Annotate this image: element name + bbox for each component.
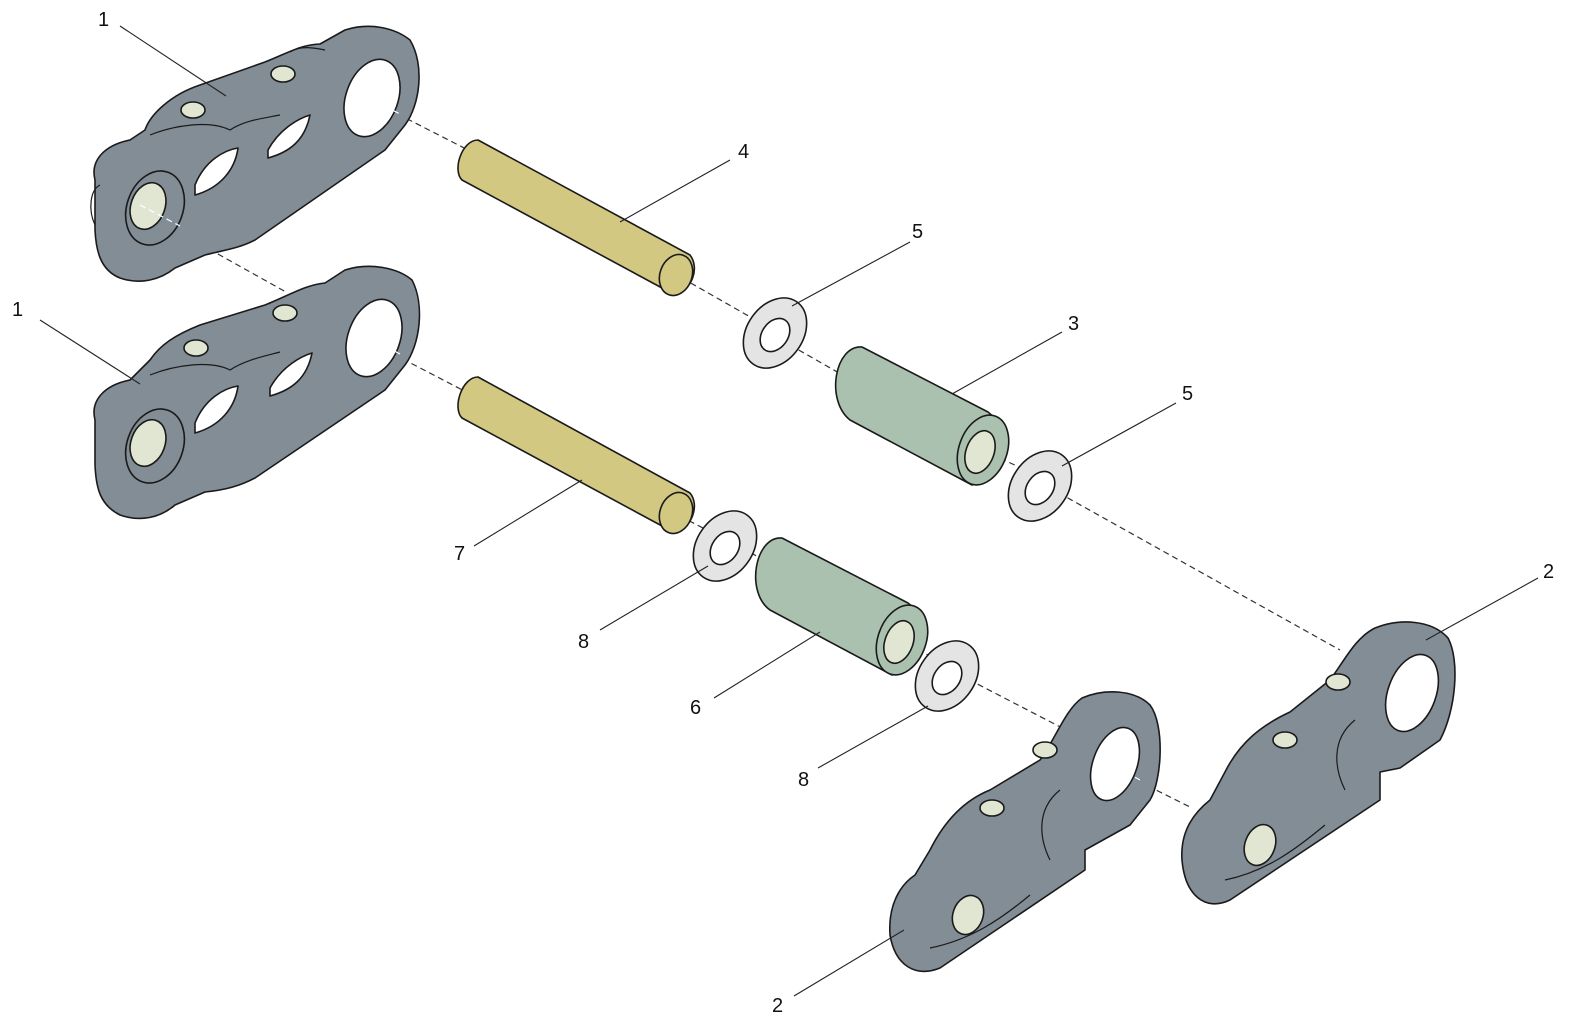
link-plate-right-upper — [1181, 621, 1456, 905]
leader-8b — [817, 705, 929, 769]
axis-lower-1 — [375, 344, 473, 396]
leader-2b — [793, 929, 905, 997]
leader-1b — [39, 319, 141, 385]
bore-axis-1 — [357, 91, 401, 115]
pin-upper — [457, 139, 696, 297]
axis-left-link — [147, 214, 287, 293]
leader-7 — [473, 479, 583, 547]
axis-upper-1 — [379, 104, 473, 153]
bore-axis-4 — [1099, 757, 1141, 781]
washer-upper-1 — [742, 297, 808, 369]
bore-axis-2 — [139, 204, 181, 227]
leader-5a — [791, 241, 911, 307]
leader-1a — [119, 25, 227, 97]
leader-4 — [619, 159, 731, 223]
leader-8a — [599, 565, 709, 631]
callout-4: 4 — [738, 141, 749, 163]
callout-labels: 1 1 4 5 3 5 7 8 6 8 2 2 — [12, 9, 1554, 1017]
link-plate-upper — [90, 25, 420, 282]
callout-3: 3 — [1068, 313, 1079, 335]
axis-upper-5 — [1049, 487, 1341, 651]
callout-8-lower: 8 — [798, 769, 809, 791]
leader-3 — [951, 331, 1063, 395]
callout-5-upper: 5 — [912, 221, 923, 243]
axis-upper-3 — [789, 344, 861, 386]
bushing-lower — [754, 537, 929, 676]
callout-1-lower: 1 — [12, 299, 23, 321]
link-plate-lower — [93, 265, 421, 520]
axis-lower-5 — [959, 674, 1071, 733]
leader-6 — [713, 631, 821, 699]
pin-lower — [457, 376, 696, 535]
callout-2-bottom: 2 — [772, 995, 783, 1017]
leader-2a — [1425, 577, 1539, 641]
link-plate-right-lower — [889, 691, 1161, 973]
bore-axis-3 — [359, 332, 401, 355]
axis-lower-2 — [679, 515, 723, 539]
callout-1-upper: 1 — [98, 9, 109, 31]
leader-5b — [1061, 402, 1177, 467]
axis-upper-2 — [681, 277, 753, 319]
leader-lines — [39, 25, 1539, 997]
assembly-axes — [147, 104, 1341, 809]
callout-5-lower: 5 — [1182, 383, 1193, 405]
washer-lower-1 — [692, 510, 758, 582]
washer-upper-2 — [1007, 450, 1073, 522]
bore-axes — [139, 91, 1141, 781]
callout-2-right: 2 — [1543, 561, 1554, 583]
bushing-upper — [834, 346, 1010, 486]
callout-6: 6 — [690, 697, 701, 719]
callout-8-upper: 8 — [578, 631, 589, 653]
callout-7: 7 — [454, 543, 465, 565]
